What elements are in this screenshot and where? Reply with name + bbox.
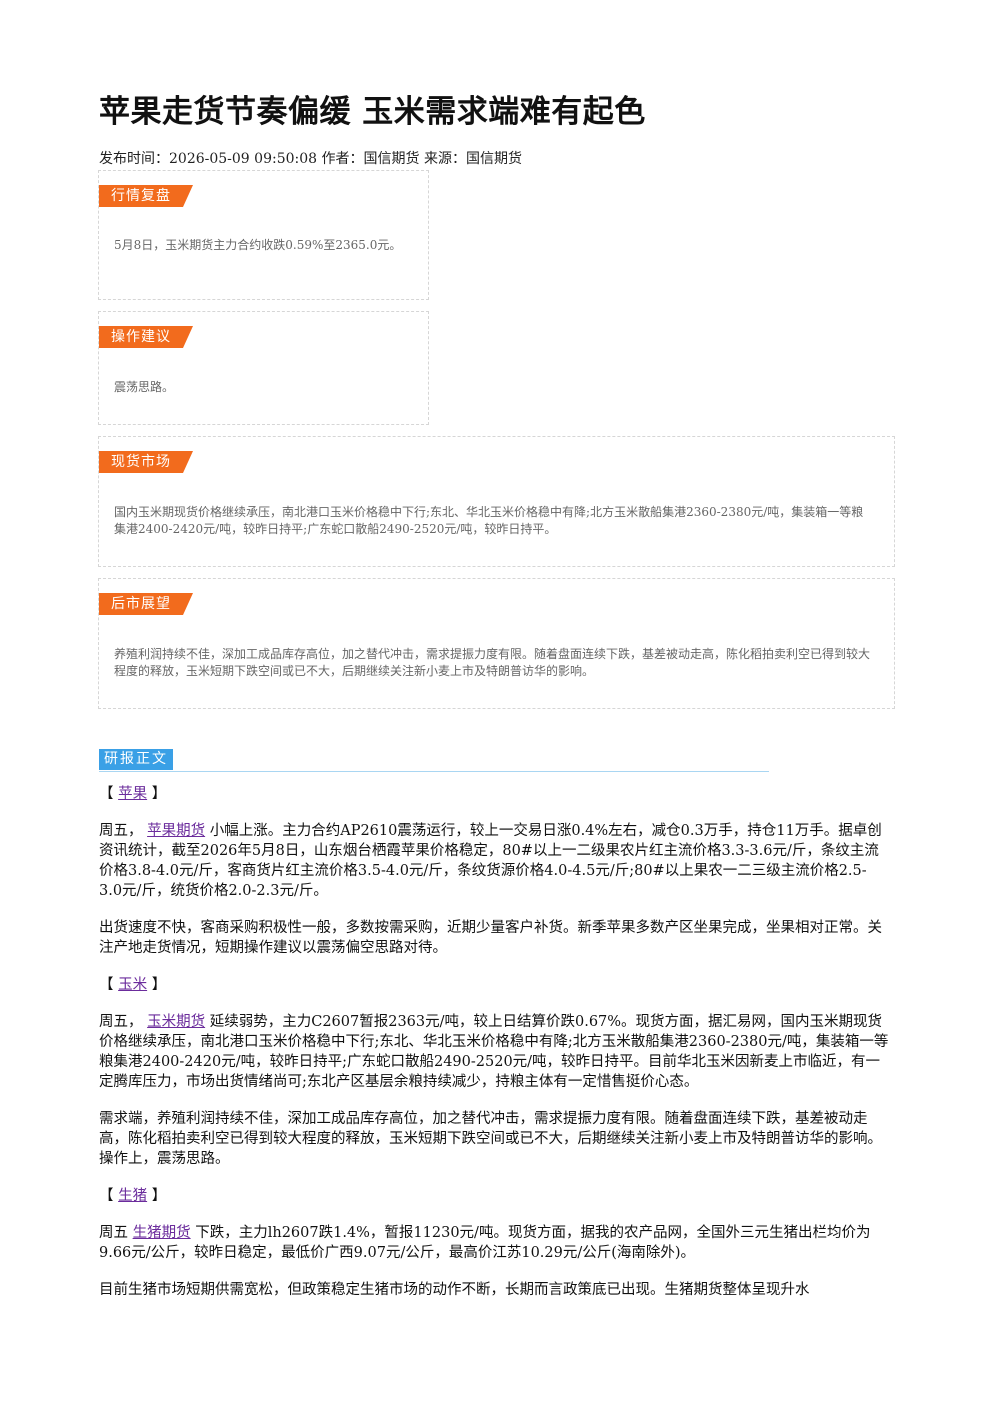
review-tag: 行情复盘	[99, 185, 193, 207]
advice-text: 震荡思路。	[114, 380, 175, 394]
apple-paragraph-1: 周五， 苹果期货 小幅上涨。主力合约AP2610震荡运行，较上一交易日涨0.4%…	[99, 821, 889, 901]
corn-p1-text: 延续弱势，主力C2607暂报2363元/吨，较上日结算价跌0.67%。现货方面，…	[99, 1014, 889, 1090]
corn-futures-link[interactable]: 玉米期货	[147, 1014, 206, 1030]
corn-lead: 周五，	[99, 1014, 143, 1030]
spot-box: 现货市场 国内玉米期现货价格继续承压，南北港口玉米价格稳中下行;东北、华北玉米价…	[98, 436, 895, 567]
section-heading-hog: 【 生猪 】	[99, 1186, 889, 1206]
hog-futures-link[interactable]: 生猪期货	[132, 1225, 191, 1241]
bracket-open: 【	[99, 1188, 119, 1204]
advice-tag: 操作建议	[99, 326, 193, 348]
outlook-tag: 后市展望	[99, 593, 193, 615]
article-body: 【 苹果 】 周五， 苹果期货 小幅上涨。主力合约AP2610震荡运行，较上一交…	[99, 784, 889, 1317]
bracket-open: 【	[99, 977, 119, 993]
corn-paragraph-1: 周五， 玉米期货 延续弱势，主力C2607暂报2363元/吨，较上日结算价跌0.…	[99, 1012, 889, 1092]
apple-link[interactable]: 苹果	[118, 786, 148, 802]
apple-p1-text: 小幅上涨。主力合约AP2610震荡运行，较上一交易日涨0.4%左右，减仓0.3万…	[99, 823, 882, 899]
page-title: 苹果走货节奏偏缓 玉米需求端难有起色	[99, 94, 646, 130]
bracket-close: 】	[147, 786, 167, 802]
section-heading-apple: 【 苹果 】	[99, 784, 889, 804]
bracket-open: 【	[99, 786, 119, 802]
research-tag: 研报正文	[99, 749, 173, 770]
apple-futures-link[interactable]: 苹果期货	[147, 823, 206, 839]
bracket-close: 】	[147, 977, 167, 993]
apple-lead: 周五，	[99, 823, 143, 839]
hog-lead: 周五	[99, 1225, 133, 1241]
hog-link[interactable]: 生猪	[118, 1188, 148, 1204]
apple-paragraph-2: 出货速度不快，客商采购积极性一般，多数按需采购，近期少量客户补货。新季苹果多数产…	[99, 920, 882, 956]
article-meta: 发布时间：2026-05-09 09:50:08 作者：国信期货 来源：国信期货	[99, 151, 522, 167]
advice-box: 操作建议 震荡思路。	[98, 311, 429, 425]
spot-text: 国内玉米期现货价格继续承压，南北港口玉米价格稳中下行;东北、华北玉米价格稳中有降…	[114, 505, 864, 536]
review-text: 5月8日，玉米期货主力合约收跌0.59%至2365.0元。	[114, 238, 402, 252]
hog-paragraph-2: 目前生猪市场短期供需宽松，但政策稳定生猪市场的动作不断，长期而言政策底已出现。生…	[99, 1282, 810, 1298]
hog-p1-text: 下跌，主力lh2607跌1.4%，暂报11230元/吨。现货方面，据我的农产品网…	[99, 1225, 871, 1261]
review-box: 行情复盘 5月8日，玉米期货主力合约收跌0.59%至2365.0元。	[98, 170, 429, 300]
outlook-box: 后市展望 养殖利润持续不佳，深加工成品库存高位，加之替代冲击，需求提振力度有限。…	[98, 578, 895, 709]
outlook-text: 养殖利润持续不佳，深加工成品库存高位，加之替代冲击，需求提振力度有限。随着盘面连…	[114, 647, 871, 678]
corn-paragraph-2: 需求端，养殖利润持续不佳，深加工成品库存高位，加之替代冲击，需求提振力度有限。随…	[99, 1111, 882, 1167]
section-heading-corn: 【 玉米 】	[99, 975, 889, 995]
hog-paragraph-1: 周五 生猪期货 下跌，主力lh2607跌1.4%，暂报11230元/吨。现货方面…	[99, 1223, 889, 1263]
bracket-close: 】	[147, 1188, 167, 1204]
spot-tag: 现货市场	[99, 451, 193, 473]
corn-link[interactable]: 玉米	[118, 977, 148, 993]
research-header: 研报正文	[99, 749, 769, 772]
